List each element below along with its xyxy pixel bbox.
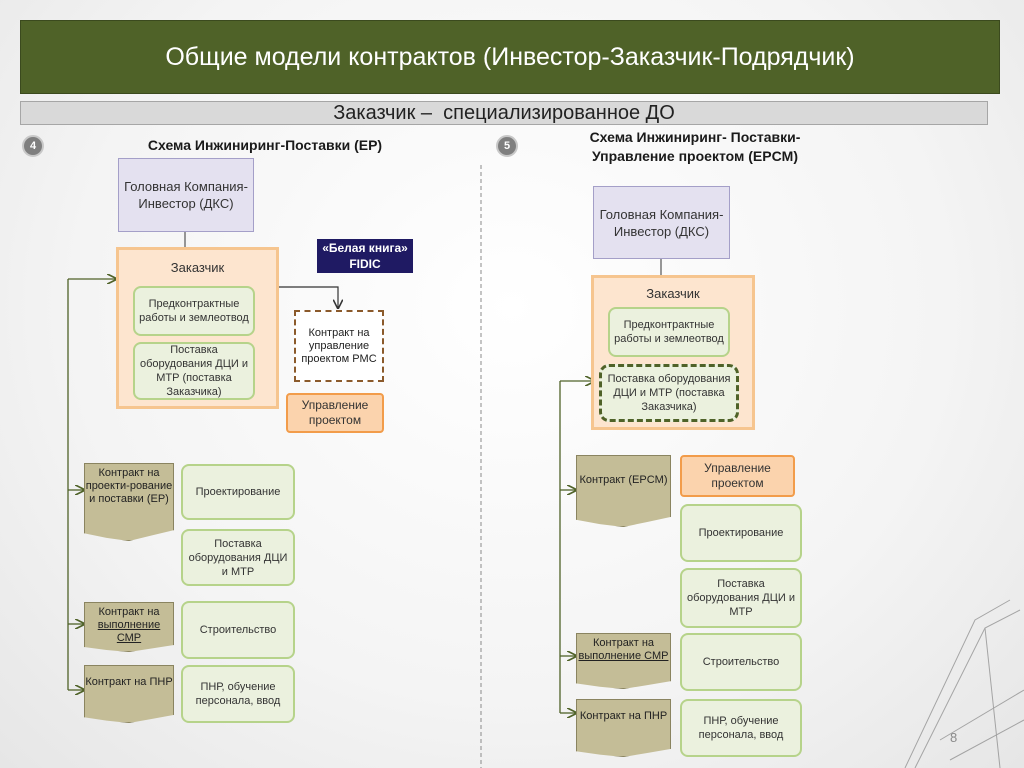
contract-ep-doc: Контракт на проекти-рование и поставки (… [84, 463, 174, 541]
left-head-company-box: Головная Компания- Инвестор (ДКС) [118, 158, 254, 232]
right-design-box: Проектирование [680, 504, 802, 562]
contract-epcm-doc: Контракт (EPCM) [576, 455, 671, 527]
left-supply-dci-label: Поставка оборудования ДЦИ и МТР [188, 537, 288, 578]
right-customer-label: Заказчик [646, 286, 700, 301]
right-supply-customer-box: Поставка оборудования ДЦИ и МТР (поставк… [599, 364, 739, 422]
subtitle: Заказчик – специализированное ДО [333, 101, 675, 124]
slide-number: 8 [950, 730, 958, 745]
right-precontract-box: Предконтрактные работы и землеотвод [608, 307, 730, 357]
contract-epcm-label: Контракт (EPCM) [579, 474, 668, 486]
contract-pnr-label-left: Контракт на ПНР [85, 676, 173, 688]
subtitle-bar: Заказчик – специализированное ДО [20, 101, 988, 125]
fidic-text: «Белая книга» FIDIC [322, 241, 408, 271]
contract-smr-prefix-left: Контракт на [98, 606, 160, 618]
left-head-company-label: Головная Компания- Инвестор (ДКС) [124, 179, 248, 211]
left-arrow-to-pmc [278, 286, 338, 308]
right-head-company-label: Головная Компания- Инвестор (ДКС) [599, 206, 724, 239]
left-supply-customer-label: Поставка оборудования ДЦИ и МТР (поставк… [140, 344, 248, 398]
left-construction-box: Строительство [181, 601, 295, 659]
right-supply-dci-label: Поставка оборудования ДЦИ и МТР [687, 578, 795, 618]
pmc-contract-box: Контракт на управление проектом PMC [294, 310, 384, 382]
right-design-label: Проектирование [698, 527, 784, 539]
contract-smr-prefix-right: Контракт на [592, 637, 655, 649]
contract-pnr-label-right: Контракт на ПНР [579, 710, 668, 722]
right-scheme-badge: 5 [496, 135, 518, 157]
right-commissioning-label: ПНР, обучение персонала, ввод [698, 715, 784, 741]
left-customer-label: Заказчик [170, 260, 225, 275]
left-precontract-label: Предконтрактные работы и землеотвод [139, 298, 249, 324]
left-supply-customer-box: Поставка оборудования ДЦИ и МТР (поставк… [133, 342, 255, 400]
left-design-box: Проектирование [181, 464, 295, 520]
contract-pnr-doc-right: Контракт на ПНР [576, 699, 671, 757]
fidic-white-book-label: «Белая книга» FIDIC [317, 239, 413, 273]
right-precontract-label: Предконтрактные работы и землеотвод [614, 319, 724, 345]
right-project-management-label: Управление проектом [704, 461, 771, 490]
contract-ep-label: Контракт на проекти-рование и поставки (… [85, 467, 173, 505]
contract-pnr-doc-left: Контракт на ПНР [84, 665, 174, 723]
right-commissioning-box: ПНР, обучение персонала, ввод [680, 699, 802, 757]
right-project-management-box: Управление проектом [680, 455, 795, 497]
left-precontract-box: Предконтрактные работы и землеотвод [133, 286, 255, 336]
right-construction-box: Строительство [680, 633, 802, 691]
contract-smr-underlined-right: выполнение СМР [578, 650, 669, 662]
right-supply-dci-box: Поставка оборудования ДЦИ и МТР [680, 568, 802, 628]
slide-title-bar: Общие модели контрактов (Инвестор-Заказч… [20, 20, 1000, 94]
right-head-company-box: Головная Компания- Инвестор (ДКС) [593, 186, 730, 259]
decorative-sketch [904, 599, 1024, 768]
left-project-management-label: Управление проектом [301, 398, 369, 427]
pmc-contract-label: Контракт на управление проектом PMC [301, 326, 377, 365]
left-scheme-title: Схема Инжиниринг-Поставки (EP) [147, 137, 383, 153]
left-supply-dci-box: Поставка оборудования ДЦИ и МТР [181, 529, 295, 586]
right-supply-customer-label: Поставка оборудования ДЦИ и МТР (поставк… [607, 373, 731, 413]
left-construction-label: Строительство [199, 624, 277, 636]
left-scheme-badge: 4 [22, 135, 44, 157]
left-project-management-box: Управление проектом [286, 393, 384, 433]
left-design-label: Проектирование [195, 486, 281, 498]
slide-title: Общие модели контрактов (Инвестор-Заказч… [165, 42, 855, 71]
right-construction-label: Строительство [702, 656, 780, 668]
left-commissioning-box: ПНР, обучение персонала, ввод [181, 665, 295, 723]
right-scheme-title: Схема Инжиниринг- Поставки- Управление п… [520, 128, 870, 166]
right-scheme-title-line2: Управление проектом (EPCM) [591, 148, 799, 164]
left-commissioning-label: ПНР, обучение персонала, ввод [195, 681, 281, 707]
contract-smr-underlined-left: выполнение СМР [97, 619, 161, 644]
right-scheme-title-line1: Схема Инжиниринг- Поставки- [589, 129, 801, 145]
